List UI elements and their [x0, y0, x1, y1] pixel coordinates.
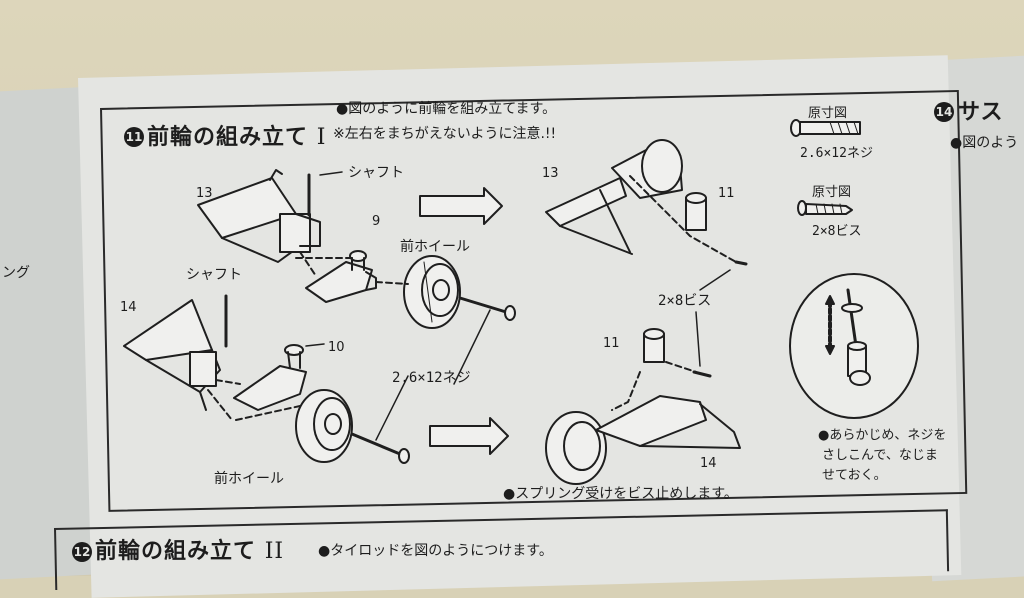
label-front-wheel-upper: 前ホイール [400, 239, 470, 255]
actual-size-label-2: 原寸図 [812, 185, 852, 200]
part-13-right: 13 [542, 166, 559, 181]
reference-screw-2x8-icon [797, 200, 853, 216]
section-14-title: サス [958, 100, 1004, 125]
label-screw-26x12: 2.6×12ネジ [392, 370, 471, 386]
section-12-badge: 12 [72, 542, 92, 562]
reference-screw-2: 2×8ビス [812, 224, 862, 239]
part-13-left: 13 [196, 186, 213, 201]
tip-note-line-3: せておく。 [822, 468, 887, 483]
section-14-line: ●図のよう [950, 135, 1019, 151]
knuckle-10 [233, 343, 325, 411]
left-page-text: ング [2, 265, 30, 281]
knuckle-9 [305, 250, 377, 303]
screw-2x8-lower-icon [692, 370, 712, 378]
reference-screw-1: 2.6×12ネジ [800, 146, 873, 161]
front-arm-13-left [197, 169, 321, 263]
section-12-title-suffix: II [264, 539, 285, 564]
label-screw-2x8: 2×8ビス [658, 293, 712, 309]
section-11-title-text: 前輪の組み立て [147, 125, 309, 150]
actual-size-label-1: 原寸図 [808, 106, 848, 121]
screw-26x12-upper-icon [458, 296, 516, 321]
section-11-warning: ※左右をまちがえないように注意.!! [333, 126, 557, 142]
part-14-right: 14 [700, 456, 717, 471]
section-11-badge: 11 [124, 127, 144, 147]
part-10: 10 [328, 340, 345, 355]
part-11-lower: 11 [603, 336, 620, 351]
tip-note-line-1: ●あらかじめ、ネジを [818, 428, 947, 443]
arrow-lower-icon [429, 417, 509, 455]
label-front-wheel-lower: 前ホイール [214, 471, 284, 487]
assembled-arm-upper [545, 139, 707, 255]
front-wheel-upper-icon [403, 255, 461, 329]
section-12-title-text: 前輪の組み立て [95, 539, 257, 564]
part-9: 9 [372, 214, 381, 229]
label-shaft-lower: シャフト [186, 267, 242, 283]
spring-note: ●スプリング受けをビス止めします。 [503, 486, 738, 502]
section-12-instruction: ●タイロッドを図のようにつけます。 [318, 543, 553, 559]
arrow-upper-icon [419, 187, 503, 225]
label-shaft-upper: シャフト [348, 165, 404, 181]
part-11-upper: 11 [718, 186, 735, 201]
reference-screw-26x12-icon [790, 119, 861, 137]
section-11-title-suffix: I [316, 125, 327, 150]
section-12-title: 前輪の組み立て II [95, 533, 284, 565]
assembly-diagram [123, 119, 919, 485]
front-wheel-lower-icon [295, 389, 353, 463]
screw-2x8-upper-icon [734, 260, 748, 266]
section-11-title: 前輪の組み立て I [147, 119, 326, 151]
part-14-left: 14 [120, 300, 137, 315]
front-arm-14-left [123, 299, 221, 411]
screw-26x12-lower-icon [350, 432, 410, 464]
section-14-badge: 14 [934, 102, 954, 122]
assembled-arm-lower [545, 328, 741, 485]
tip-note-line-2: さしこんで、なじま [822, 448, 938, 463]
section-11-instruction: ●図のように前輪を組み立てます。 [336, 101, 557, 117]
detail-circle [789, 273, 919, 419]
